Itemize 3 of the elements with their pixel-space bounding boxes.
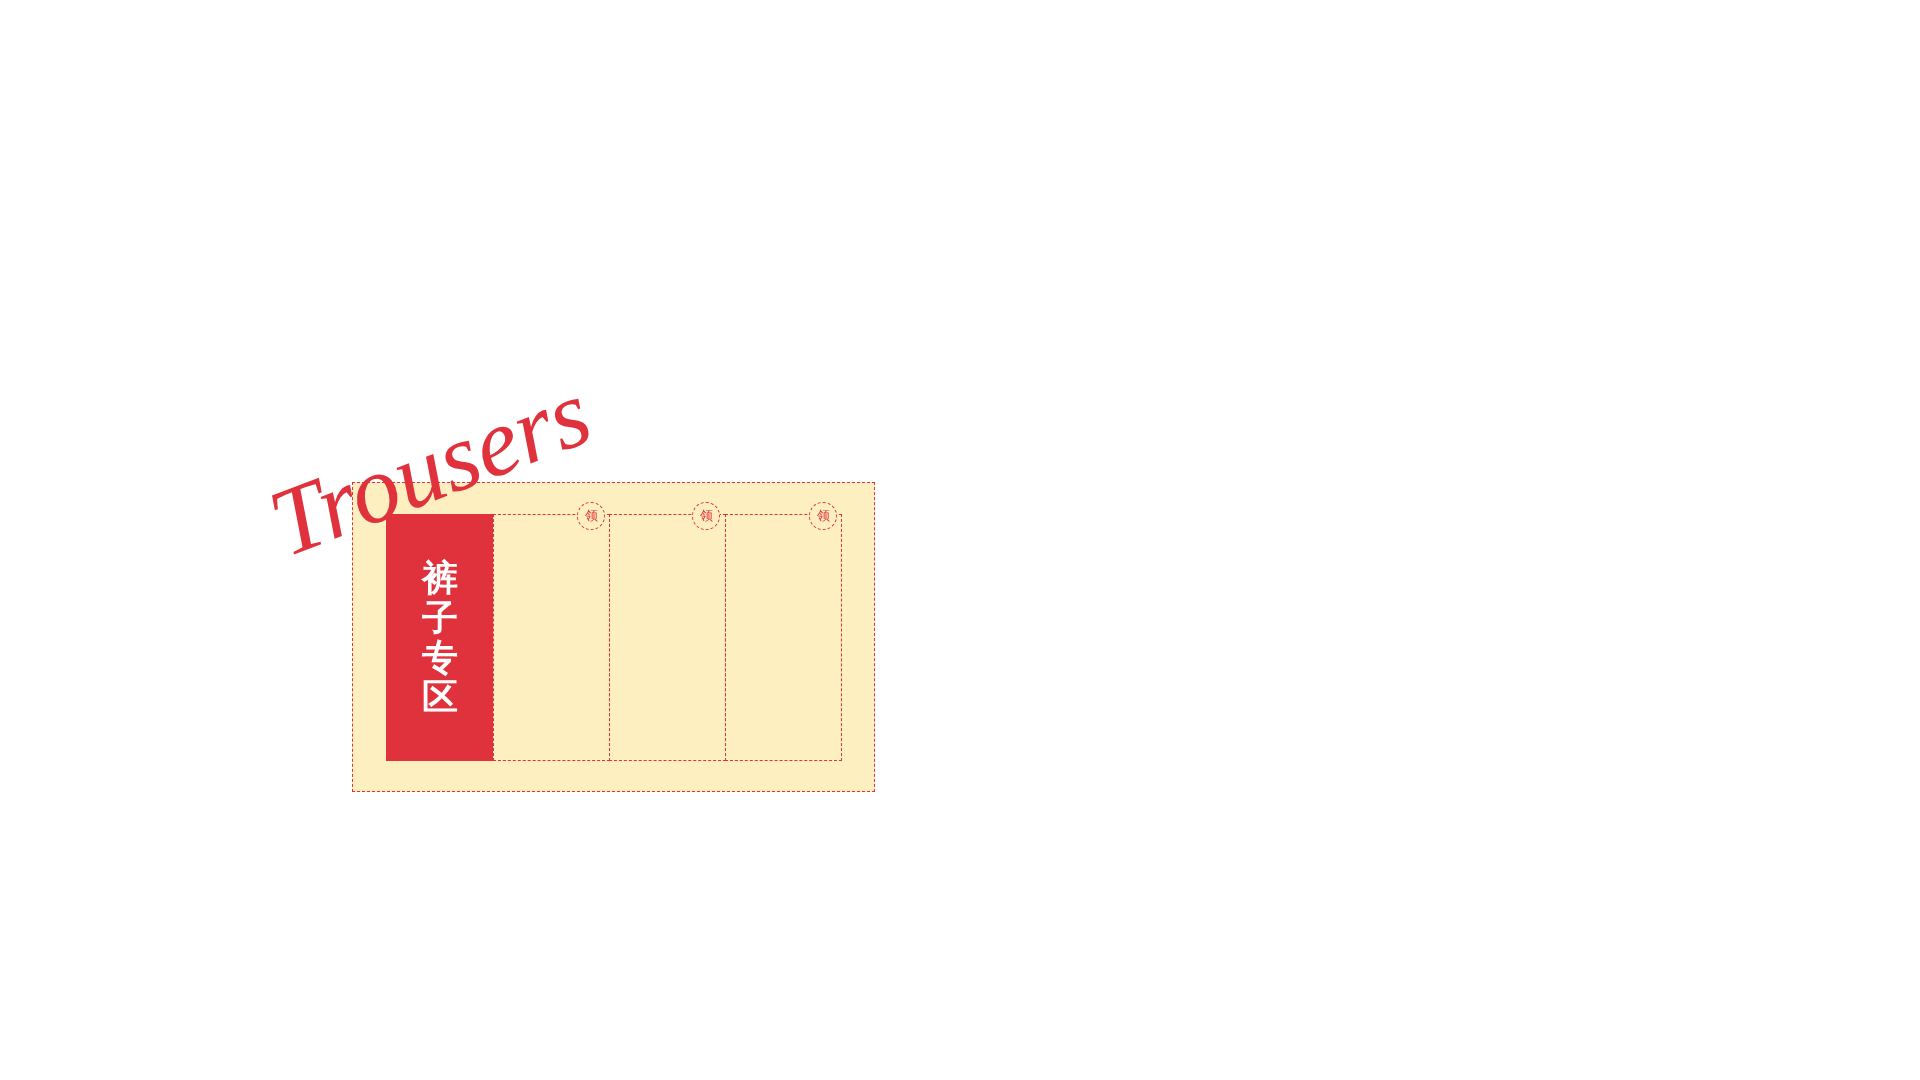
coupon-badge: 领: [692, 502, 720, 530]
coupon-badge: 领: [809, 502, 837, 530]
banner-title: 裤子专区: [421, 558, 458, 717]
